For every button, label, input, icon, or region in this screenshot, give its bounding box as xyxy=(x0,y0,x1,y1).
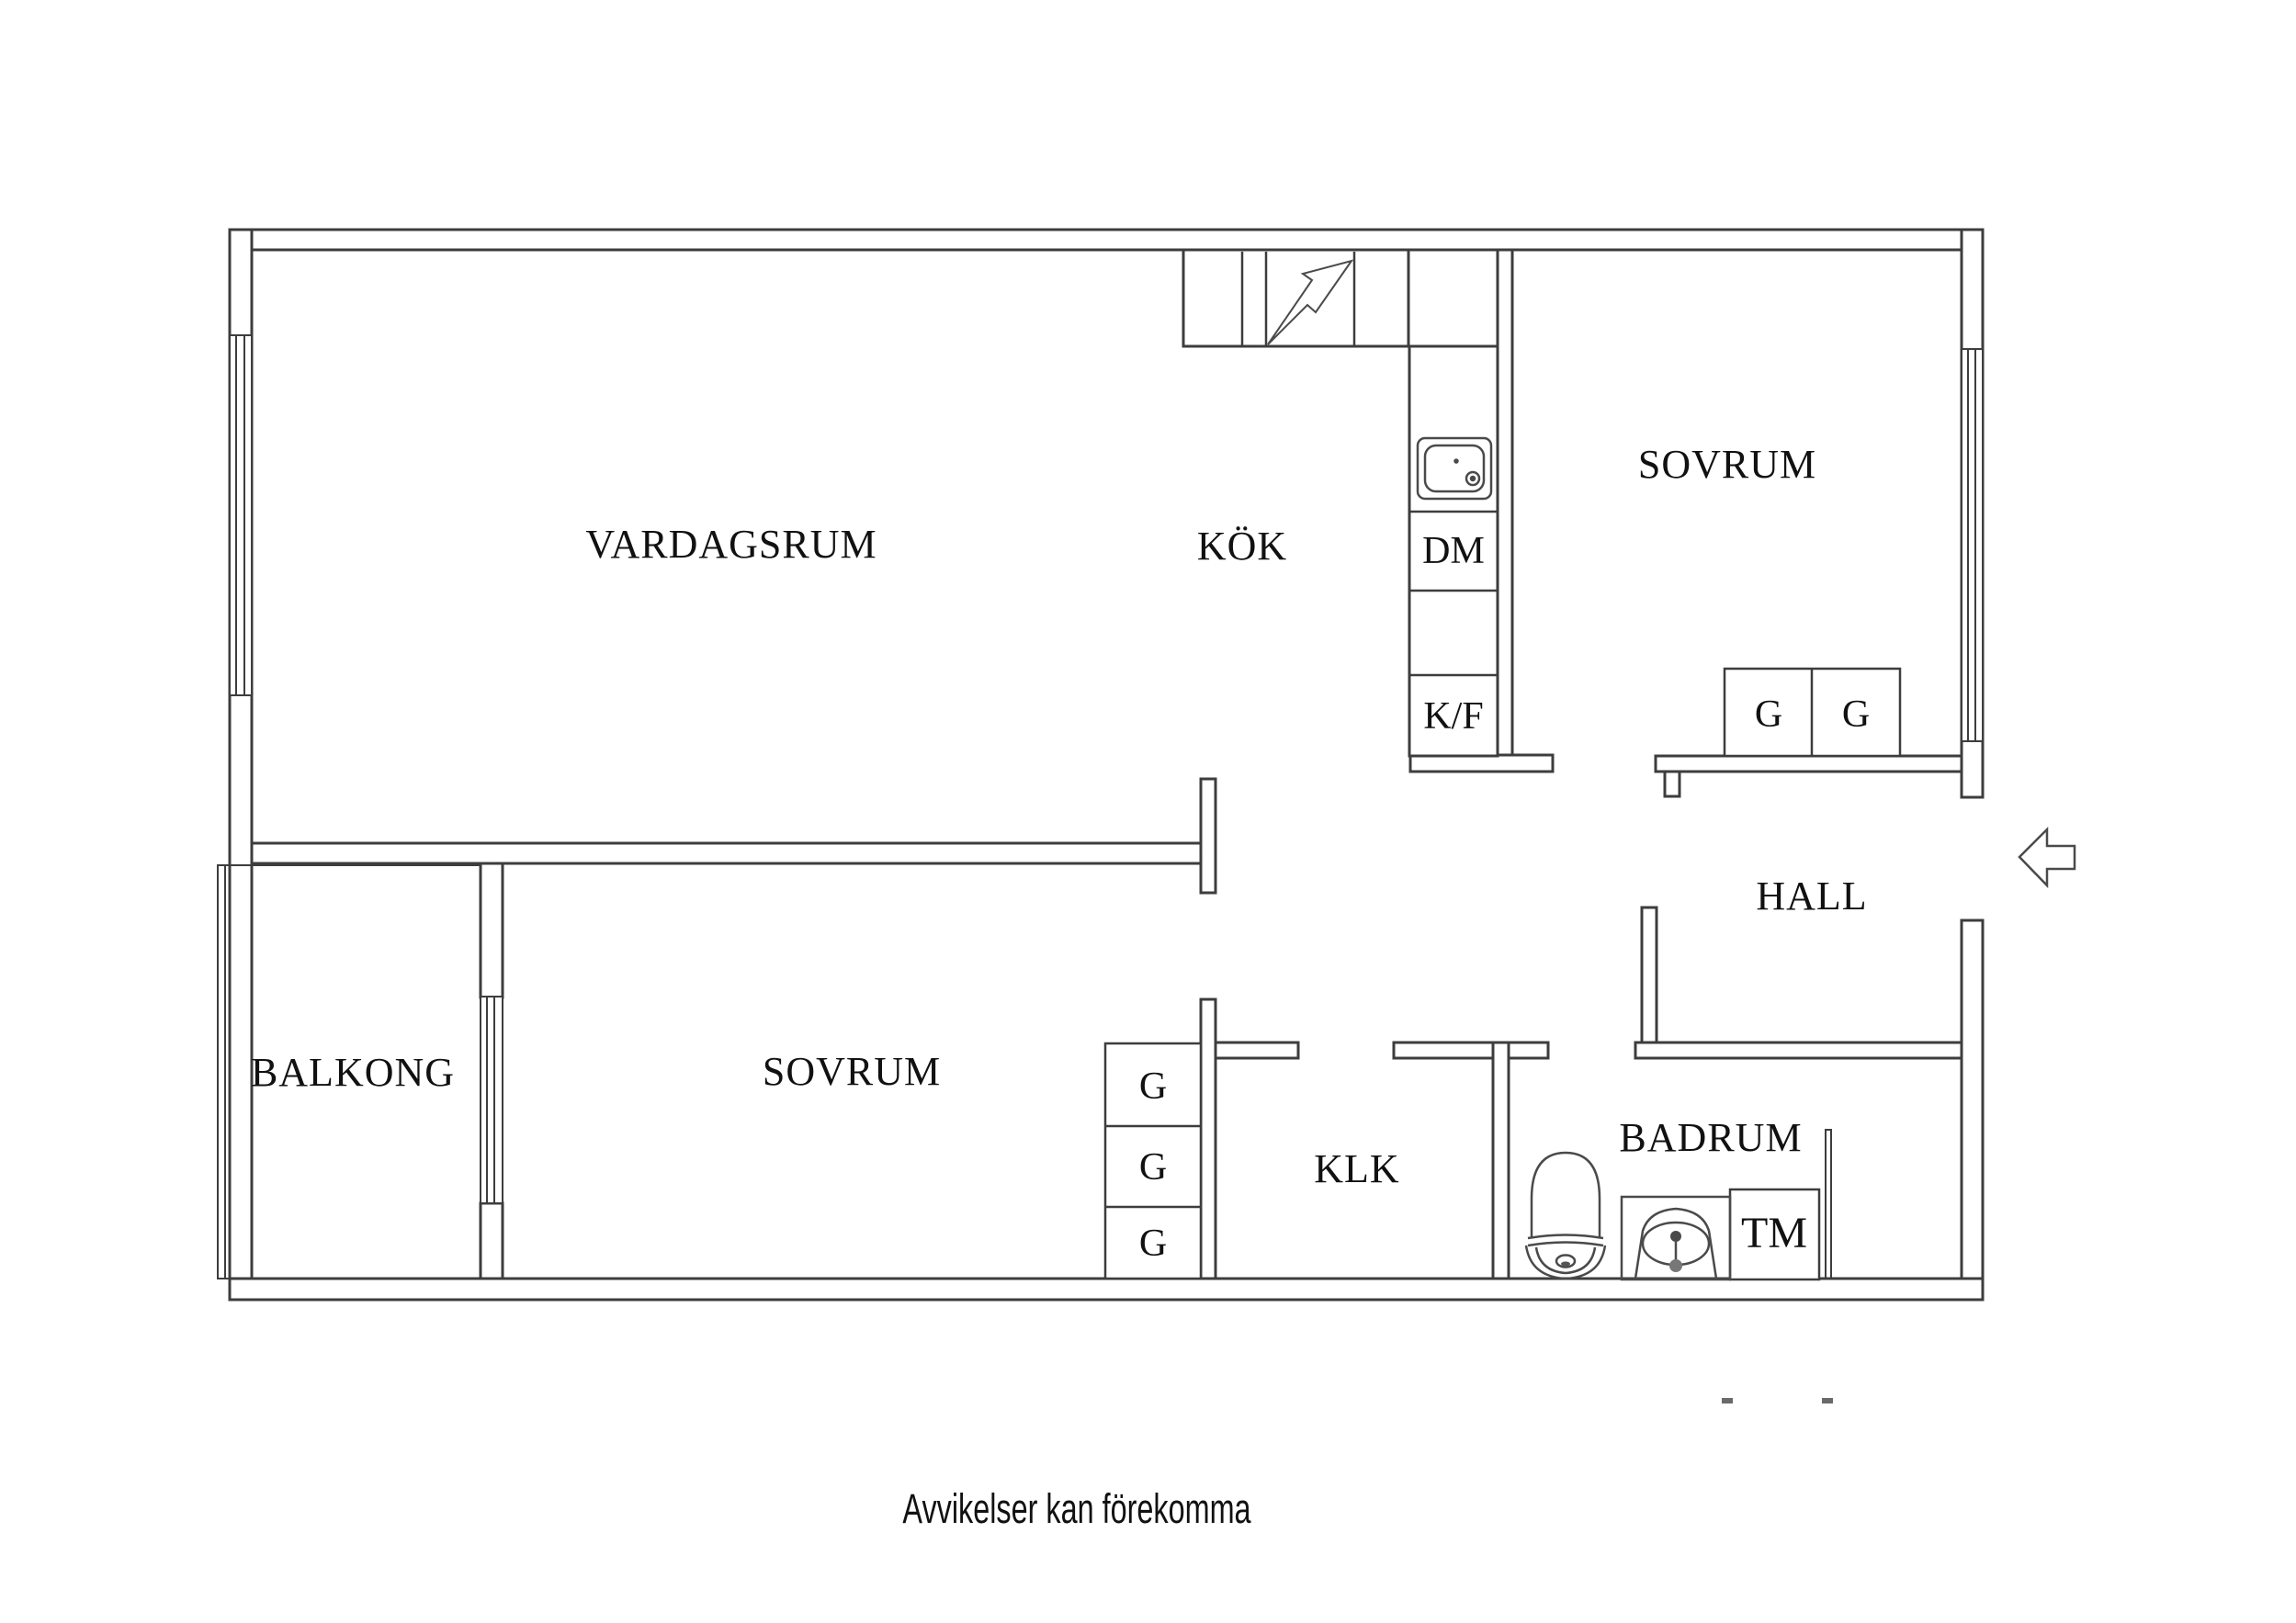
wall-balcony-upper xyxy=(479,862,504,999)
room-label-klk: KLK xyxy=(1314,1146,1399,1191)
room-label-badrum: BADRUM xyxy=(1619,1115,1802,1160)
room-label-sovrum-top: SOVRUM xyxy=(1638,442,1816,487)
wall-hall-west xyxy=(1640,906,1658,1044)
wall-sovrum-bottom-east xyxy=(1199,997,1217,1280)
wardrobe-row-sovrum-top xyxy=(1723,667,1902,758)
label-washing-machine: TM xyxy=(1741,1209,1807,1257)
wall-klk-badrum-divider xyxy=(1491,1041,1510,1280)
washing-machine-box xyxy=(1728,1188,1821,1281)
interior-lines xyxy=(1103,252,1902,1281)
room-label-hall: HALL xyxy=(1756,873,1867,919)
wardrobe-column-sovrum-bottom xyxy=(1103,1042,1203,1280)
wall-klk-north-right xyxy=(1392,1041,1550,1060)
label-wardrobe-top-1: G xyxy=(1755,693,1782,736)
door-jamb-sovrum-bottom xyxy=(1199,777,1217,895)
label-dishwasher: DM xyxy=(1422,530,1485,572)
room-label-balkong: BALKONG xyxy=(251,1050,455,1095)
room-labels: VARDAGSRUM KÖK SOVRUM HALL BALKONG SOVRU… xyxy=(251,442,1867,1191)
wall-top xyxy=(228,228,1985,252)
dash-mark-left xyxy=(1722,1398,1733,1403)
wall-sovrum-top-south xyxy=(1654,754,1963,773)
badrum-partition xyxy=(1825,1129,1832,1279)
washbasin-icon xyxy=(1620,1195,1732,1281)
room-label-sovrum-bottom: SOVRUM xyxy=(763,1049,941,1094)
wall-kitchen-south xyxy=(1408,753,1555,773)
room-label-kok: KÖK xyxy=(1197,524,1287,569)
wall-kitchen-east xyxy=(1496,248,1514,757)
label-wardrobe-bottom-3: G xyxy=(1139,1223,1167,1265)
lightning-icon xyxy=(1267,259,1354,345)
wall-badrum-north xyxy=(1634,1041,1963,1060)
wall-right-lower xyxy=(1960,919,1985,1280)
window-vardagsrum-west xyxy=(229,334,253,696)
windows xyxy=(217,334,1984,1279)
window-sovrum-top-east xyxy=(1961,348,1984,742)
balcony-door-window xyxy=(480,996,503,1204)
label-fridge-freezer: K/F xyxy=(1423,695,1483,738)
fixture-labels: DM K/F TM G G G G G xyxy=(1139,530,1870,1265)
shaft-box xyxy=(1182,248,1410,348)
kitchen-counter xyxy=(1408,344,1499,758)
toilet-icon xyxy=(1524,1151,1607,1280)
disclaimer-caption: Avvikelser kan förekomma xyxy=(902,1487,1250,1532)
wall-balcony-lower xyxy=(479,1201,504,1280)
entrance-arrow-icon xyxy=(2018,826,2076,889)
label-wardrobe-bottom-2: G xyxy=(1139,1146,1167,1189)
wall-vardagsrum-south xyxy=(250,841,1203,865)
wall-klk-north-left xyxy=(1214,1041,1300,1060)
dash-mark-right xyxy=(1822,1398,1833,1403)
room-label-vardagsrum: VARDAGSRUM xyxy=(585,522,877,567)
kitchen-sink-icon xyxy=(1416,436,1493,501)
door-jamb-sovrum-top xyxy=(1663,770,1681,798)
label-wardrobe-top-2: G xyxy=(1842,693,1870,736)
wall-bottom xyxy=(228,1277,1985,1302)
fixtures xyxy=(1267,259,2076,1281)
stray-marks xyxy=(1722,1398,1833,1403)
balcony-outline xyxy=(217,864,481,1279)
label-wardrobe-bottom-1: G xyxy=(1139,1065,1167,1108)
